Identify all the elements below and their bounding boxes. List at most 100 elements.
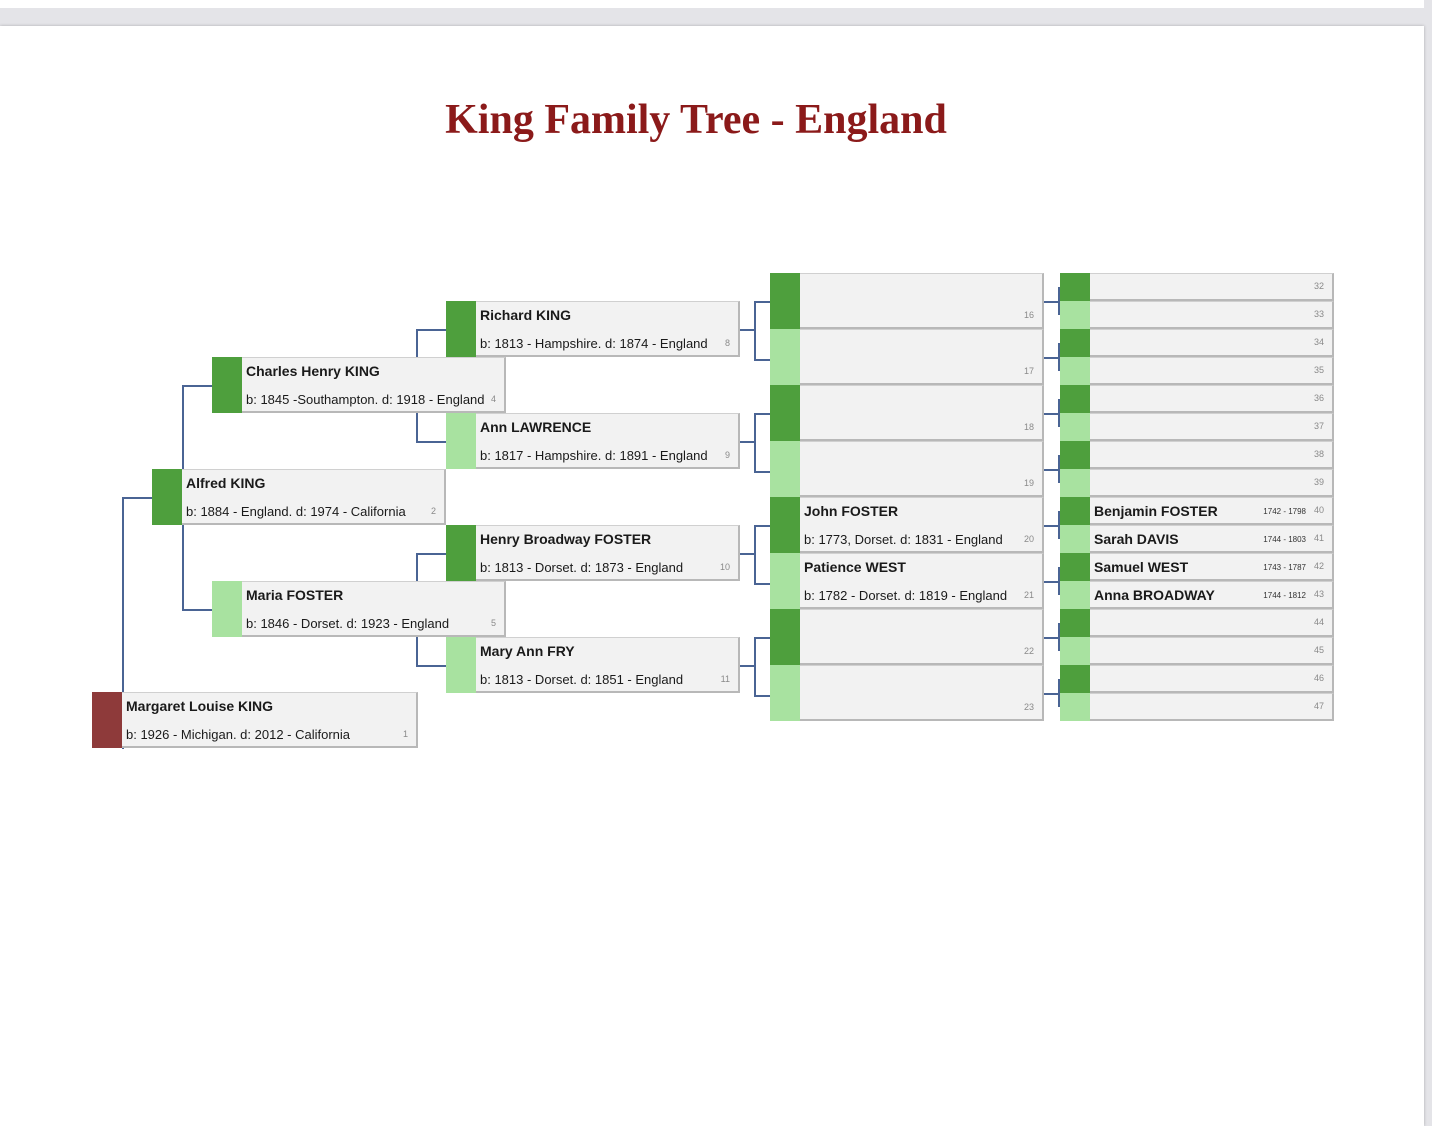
person-dates: b: 1782 - Dorset. d: 1819 - England	[804, 588, 1008, 603]
person-name: Patience WEST	[804, 559, 906, 575]
gender-strip	[1060, 553, 1090, 581]
person-dates: b: 1773, Dorset. d: 1831 - England	[804, 532, 1003, 547]
person-panel: 44	[1090, 609, 1334, 637]
color-square	[770, 469, 800, 497]
color-square	[446, 329, 476, 357]
connector-line	[1058, 623, 1062, 651]
person-number: 10	[715, 562, 730, 572]
person-box-39[interactable]: 39	[1060, 469, 1334, 497]
color-square	[770, 441, 800, 469]
gender-strip	[770, 609, 800, 665]
color-square	[1060, 609, 1090, 637]
person-number: 39	[1309, 477, 1324, 487]
person-panel: 17	[800, 329, 1044, 385]
person-box-38[interactable]: 38	[1060, 441, 1334, 469]
person-panel: 16	[800, 273, 1044, 329]
connector-line	[740, 553, 754, 555]
color-square	[770, 413, 800, 441]
color-square	[1060, 441, 1090, 469]
person-box-18[interactable]: 18	[770, 385, 1044, 441]
gender-strip	[770, 385, 800, 441]
person-number: 46	[1309, 673, 1324, 683]
person-number: 21	[1019, 590, 1034, 600]
person-box-23[interactable]: 23	[770, 665, 1044, 721]
person-number: 17	[1019, 366, 1034, 376]
connector-line	[740, 329, 754, 331]
gender-strip	[1060, 497, 1090, 525]
color-square	[1060, 637, 1090, 665]
gender-strip	[770, 553, 800, 609]
color-square	[1060, 693, 1090, 721]
person-number: 32	[1309, 281, 1324, 291]
person-name: Maria FOSTER	[246, 587, 344, 603]
person-number: 5	[486, 618, 496, 628]
person-name: Charles Henry KING	[246, 363, 380, 379]
person-name: Richard KING	[480, 307, 572, 323]
connector-line	[1044, 637, 1058, 639]
person-box-36[interactable]: 36	[1060, 385, 1334, 413]
connector-line	[1058, 455, 1062, 483]
person-box-16[interactable]: 16	[770, 273, 1044, 329]
gender-strip	[1060, 525, 1090, 553]
person-box-37[interactable]: 37	[1060, 413, 1334, 441]
color-square	[1060, 413, 1090, 441]
gender-strip	[212, 357, 242, 413]
person-name: Mary Ann FRY	[480, 643, 575, 659]
person-panel: 39	[1090, 469, 1334, 497]
connector-line	[1058, 399, 1062, 427]
person-number: 37	[1309, 421, 1324, 431]
person-box-33[interactable]: 33	[1060, 301, 1334, 329]
person-box-19[interactable]: 19	[770, 441, 1044, 497]
person-box-21[interactable]: Patience WEST b: 1782 - Dorset. d: 1819 -…	[770, 553, 1044, 609]
color-square	[212, 609, 242, 637]
connector-line	[1058, 567, 1062, 595]
color-square	[446, 301, 476, 329]
gender-strip	[770, 665, 800, 721]
person-number: 36	[1309, 393, 1324, 403]
gender-strip	[1060, 469, 1090, 497]
color-square	[446, 637, 476, 665]
gender-strip	[1060, 301, 1090, 329]
person-box-17[interactable]: 17	[770, 329, 1044, 385]
person-panel: 32	[1090, 273, 1334, 301]
person-years: 1743 - 1787	[1263, 563, 1306, 572]
person-box-44[interactable]: 44	[1060, 609, 1334, 637]
connector-line	[754, 413, 772, 473]
person-box-34[interactable]: 34	[1060, 329, 1334, 357]
color-square	[1060, 329, 1090, 357]
person-panel: 46	[1090, 665, 1334, 693]
person-box-35[interactable]: 35	[1060, 357, 1334, 385]
color-square	[770, 525, 800, 553]
connector-line	[1044, 413, 1058, 415]
person-box-45[interactable]: 45	[1060, 637, 1334, 665]
connector-line	[1058, 287, 1062, 315]
person-number: 44	[1309, 617, 1324, 627]
gender-strip	[770, 329, 800, 385]
color-square	[770, 497, 800, 525]
person-panel: 47	[1090, 693, 1334, 721]
color-square	[1060, 553, 1090, 581]
person-box-32[interactable]: 32	[1060, 273, 1334, 301]
person-box-22[interactable]: 22	[770, 609, 1044, 665]
person-box-47[interactable]: 47	[1060, 693, 1334, 721]
gender-strip	[1060, 581, 1090, 609]
person-box-46[interactable]: 46	[1060, 665, 1334, 693]
